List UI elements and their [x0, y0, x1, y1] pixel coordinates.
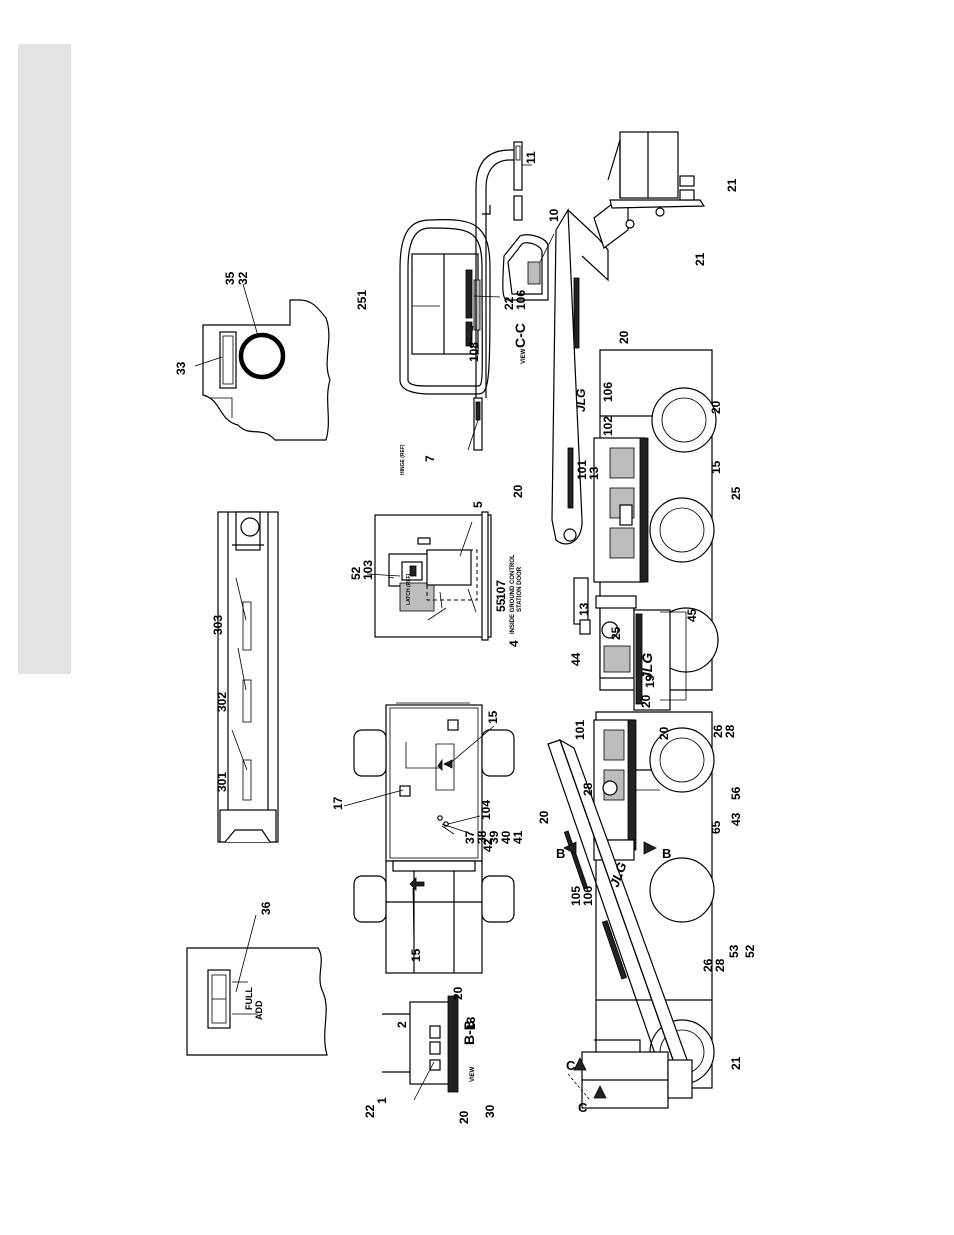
callout-c42: 42: [481, 838, 495, 852]
ground-control-door-view: [366, 511, 492, 641]
brand-logo-turntable: JLG: [639, 653, 655, 680]
callout-c32: 32: [236, 271, 250, 285]
callout-c302: 302: [215, 692, 229, 712]
callout-c303: 303: [211, 615, 225, 635]
callout-c26a: 26: [711, 724, 725, 738]
callout-c25a: 25: [729, 486, 743, 500]
hinge-ref-label: HINGE (REF): [400, 444, 406, 475]
gauge-add-label: ADD: [254, 1000, 264, 1020]
callout-c20e: 20: [709, 400, 723, 414]
callout-numbers: 36 35 32 33 251 7 108 22 106 10 11 301 3…: [174, 151, 757, 1124]
brand-logo-boom-right: JLG: [574, 389, 588, 412]
callout-c106c: 106: [581, 886, 595, 906]
callout-c15b: 15: [409, 948, 423, 962]
callout-c43: 43: [729, 812, 743, 826]
callout-c53: 53: [727, 944, 741, 958]
callout-c52a: 52: [349, 566, 363, 580]
callout-c55: 55: [494, 598, 508, 612]
callout-c28c: 28: [713, 958, 727, 972]
callout-c13a: 13: [464, 1016, 478, 1030]
callout-c20h: 20: [537, 810, 551, 824]
callout-c40: 40: [499, 830, 513, 844]
callout-c25b: 25: [609, 626, 623, 640]
callout-c107: 107: [494, 580, 508, 600]
callout-c19: 19: [643, 674, 657, 688]
callout-c13b: 13: [587, 466, 601, 480]
callout-c28a: 28: [723, 724, 737, 738]
callout-c22a: 22: [502, 296, 516, 310]
callout-c106a: 106: [514, 290, 528, 310]
callout-c21c: 21: [729, 1056, 743, 1070]
platform-view-c-c: [399, 141, 555, 451]
callout-c52b: 52: [743, 944, 757, 958]
door-caption-line2: STATION DOOR: [517, 566, 523, 612]
latch-ref-label: LATCH (REF): [406, 573, 412, 605]
callout-c4: 4: [507, 640, 521, 647]
callout-c7: 7: [423, 455, 437, 462]
callout-c17: 17: [331, 796, 345, 810]
callout-c30: 30: [483, 1104, 497, 1118]
callout-c15c: 15: [709, 460, 723, 474]
callout-c20g: 20: [657, 726, 671, 740]
callout-c21b: 21: [693, 252, 707, 266]
callout-c103: 103: [361, 560, 375, 580]
callout-c37: 37: [463, 830, 477, 844]
section-c-top: C: [566, 1058, 576, 1073]
view-c-c-title: C-C: [512, 323, 528, 348]
callout-c20a: 20: [451, 986, 465, 1000]
view-b-b-title: B-B: [461, 1020, 477, 1045]
side-tab: [18, 44, 71, 674]
callout-c35: 35: [223, 271, 237, 285]
callout-c26b: 26: [701, 958, 715, 972]
callout-c22b: 22: [363, 1104, 377, 1118]
section-b-right: B: [662, 846, 671, 861]
callout-c21a: 21: [725, 178, 739, 192]
callout-c39: 39: [487, 830, 501, 844]
filler-cap-view: [194, 283, 331, 441]
callout-c104: 104: [479, 800, 493, 820]
section-c-bottom: C: [578, 1100, 588, 1115]
callout-c5: 5: [471, 501, 485, 508]
callout-c38: 38: [475, 830, 489, 844]
hydraulic-level-gauge-view: FULL ADD: [186, 914, 328, 1056]
callout-c13c: 13: [577, 602, 591, 616]
gauge-full-label: FULL: [244, 987, 254, 1010]
callout-c251: 251: [355, 290, 369, 310]
callout-c65: 65: [709, 820, 723, 834]
door-caption-line1: INSIDE GROUND CONTROL: [510, 554, 516, 634]
callout-c45: 45: [685, 608, 699, 622]
boom-label-strip-view: [217, 511, 279, 843]
view-b-b: [382, 995, 459, 1101]
callout-c28b: 28: [581, 782, 595, 796]
callout-c20d: 20: [617, 330, 631, 344]
callout-c1: 1: [375, 1097, 389, 1104]
section-b-left: B: [556, 846, 565, 861]
callout-c15a: 15: [486, 710, 500, 724]
callout-c102: 102: [601, 416, 615, 436]
callout-c10: 10: [547, 208, 561, 222]
callout-c101a: 101: [575, 460, 589, 480]
callout-c56: 56: [729, 786, 743, 800]
callout-c101b: 101: [573, 720, 587, 740]
callout-c105: 105: [569, 886, 583, 906]
callout-c11: 11: [524, 151, 538, 164]
callout-c2: 2: [395, 1021, 409, 1028]
view-b-b-prefix: VIEW: [470, 1066, 476, 1082]
callout-c20b: 20: [457, 1110, 471, 1124]
callout-c33: 33: [174, 361, 188, 375]
callout-c20c: 20: [511, 484, 525, 498]
callout-c108: 108: [467, 342, 481, 362]
callout-c301: 301: [215, 772, 229, 792]
callout-c106b: 106: [601, 382, 615, 402]
callout-c36: 36: [259, 901, 273, 915]
view-c-c-prefix: VIEW: [521, 348, 527, 364]
callout-c44: 44: [569, 652, 583, 666]
callout-c41: 41: [511, 830, 525, 844]
machine-top-view: [343, 702, 515, 974]
callout-c20f: 20: [639, 694, 653, 708]
machine-side-view: JLG JLG: [547, 131, 719, 1115]
